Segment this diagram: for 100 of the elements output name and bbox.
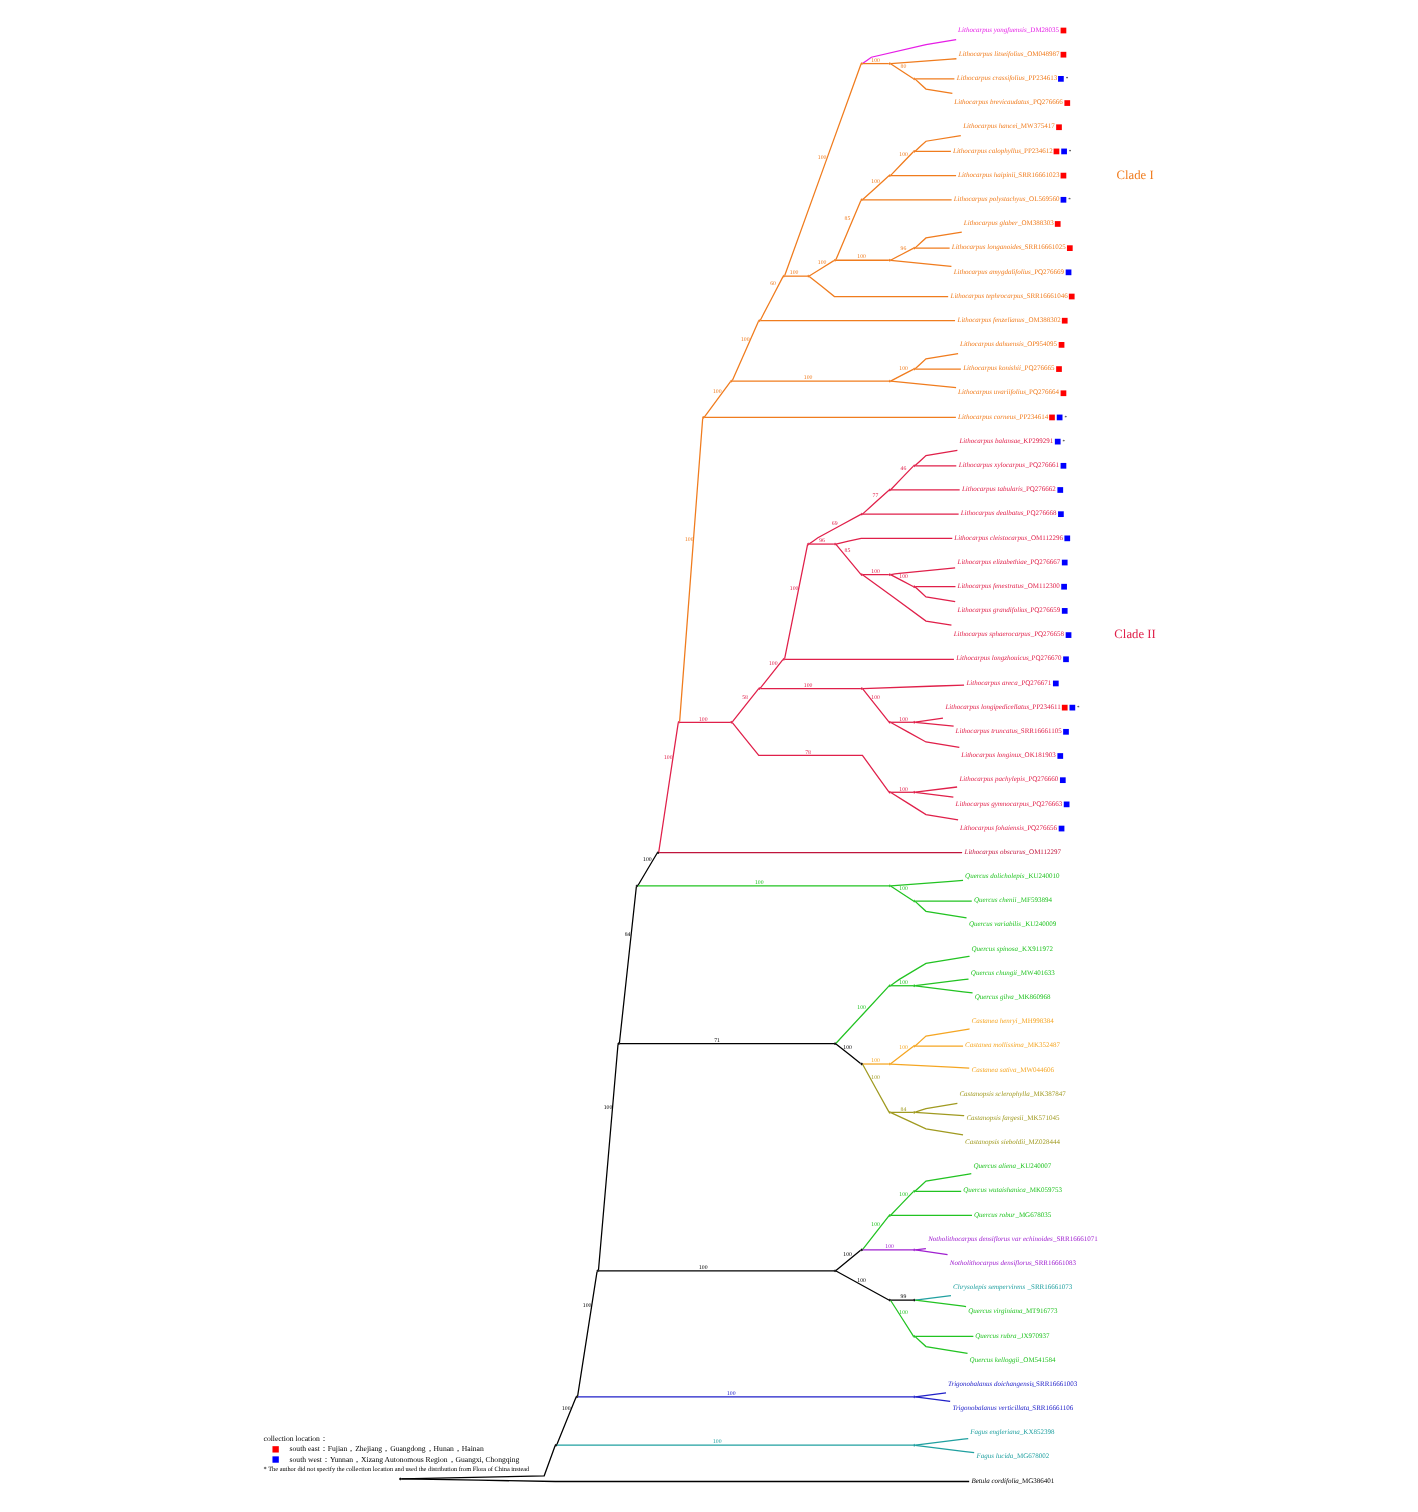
connector (914, 1028, 971, 1047)
connector (914, 78, 956, 80)
connector (914, 1045, 964, 1047)
connector (890, 63, 914, 80)
connector (890, 151, 914, 176)
node-point (833, 259, 837, 262)
connector (890, 58, 958, 65)
node-point (913, 1395, 916, 1399)
connector (890, 791, 959, 821)
node-point (677, 721, 681, 724)
connector (759, 275, 784, 321)
connector (862, 489, 890, 515)
connector (914, 786, 958, 793)
connector (835, 1249, 862, 1272)
node-box (1061, 559, 1068, 566)
connector (679, 417, 704, 723)
node-point (833, 542, 837, 546)
connector (400, 1445, 556, 1480)
node-box (1054, 438, 1061, 445)
connector (890, 380, 957, 389)
connector (577, 1396, 914, 1398)
connector (914, 465, 957, 467)
connector (784, 544, 809, 660)
connector (914, 1173, 972, 1192)
connector (914, 1444, 975, 1454)
connector (890, 791, 914, 793)
node-point (888, 62, 892, 65)
connector (862, 688, 890, 723)
connector (637, 852, 658, 887)
connector (808, 513, 862, 545)
node-point (399, 1477, 402, 1481)
connector (890, 1111, 914, 1113)
node-box (1065, 269, 1072, 276)
node-point (913, 1111, 916, 1114)
node-box (1058, 342, 1065, 348)
connector (914, 449, 958, 467)
connector (914, 1190, 962, 1192)
node-box (1052, 680, 1059, 687)
connector (914, 900, 973, 902)
node-point (888, 573, 892, 576)
node-point (913, 1248, 916, 1252)
node-box (1061, 608, 1068, 614)
node-point (888, 721, 892, 724)
connector (597, 1043, 619, 1271)
node-box (1060, 462, 1067, 469)
node-box (1060, 172, 1067, 179)
node-point (888, 379, 892, 383)
connector (890, 985, 914, 987)
node-box (1064, 535, 1071, 542)
connector (914, 1102, 958, 1113)
connector (862, 1215, 890, 1251)
connector (731, 722, 890, 793)
connector (835, 1270, 890, 1301)
connector (914, 717, 944, 723)
node-point (913, 464, 916, 468)
connector (862, 199, 953, 201)
connector (862, 574, 890, 576)
node-box (1063, 728, 1069, 735)
connector (914, 985, 974, 994)
node-point (888, 791, 892, 794)
connector (862, 62, 890, 65)
node-point (913, 77, 916, 81)
connector (914, 586, 956, 603)
node-point (635, 884, 639, 888)
node-point (888, 984, 892, 987)
connector (890, 1299, 915, 1337)
connector (835, 543, 862, 575)
node-point (888, 1062, 892, 1066)
node-point (860, 1248, 864, 1252)
node-box (1054, 221, 1061, 227)
node-box (1059, 777, 1066, 784)
connector (890, 489, 961, 491)
node-point (730, 379, 733, 383)
connector (914, 134, 962, 152)
connector (862, 513, 960, 515)
node-point (888, 259, 892, 262)
node-point (833, 1269, 837, 1273)
connector (658, 852, 963, 854)
node-box (1057, 753, 1064, 759)
connector (890, 721, 914, 723)
connector (598, 1270, 835, 1272)
connector (619, 1043, 835, 1045)
connector (890, 955, 971, 987)
node-point (913, 899, 916, 903)
connector (890, 465, 914, 491)
connector (731, 688, 760, 723)
connector (914, 1396, 951, 1402)
connector (731, 380, 890, 382)
node-point (860, 512, 864, 516)
connector (890, 1191, 914, 1216)
connector (862, 1249, 914, 1251)
connector (890, 567, 956, 576)
connector (914, 150, 952, 153)
node-point (554, 1444, 558, 1447)
node-box (1063, 656, 1069, 663)
node-point (730, 721, 733, 724)
connector (914, 586, 957, 588)
connector (862, 175, 890, 201)
connector (759, 320, 956, 322)
connector (890, 259, 953, 267)
